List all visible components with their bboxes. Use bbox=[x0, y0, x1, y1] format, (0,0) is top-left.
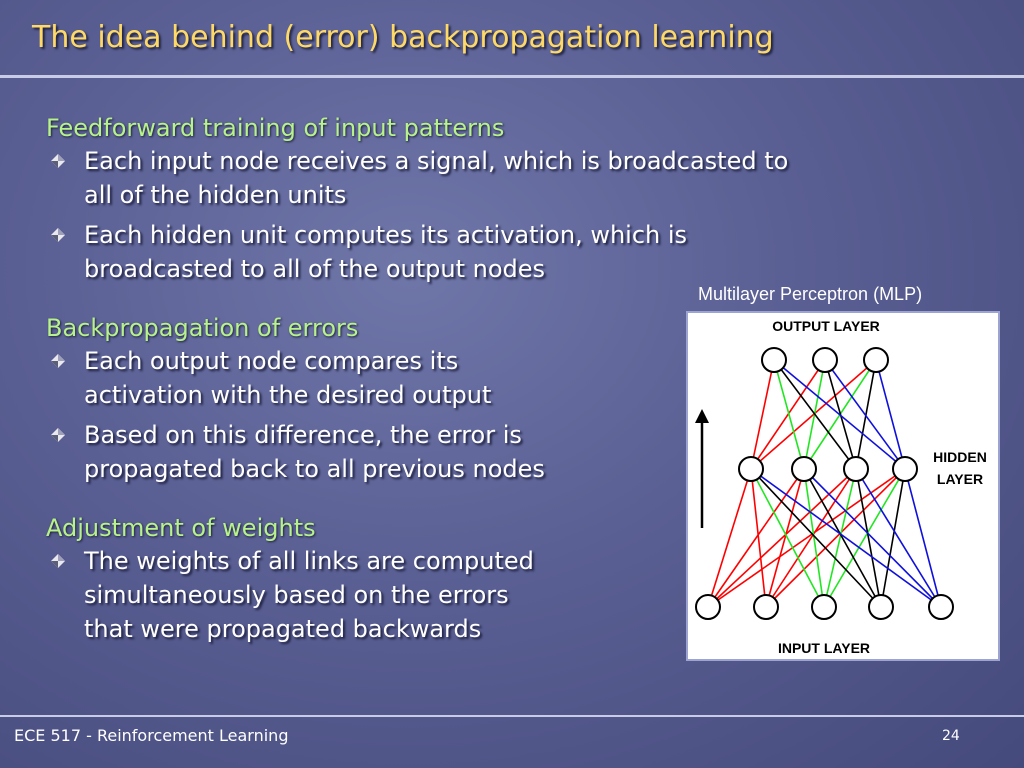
hidden-layer-label: HIDDEN bbox=[933, 449, 987, 465]
bullet-item: Based on this difference, the error is p… bbox=[46, 418, 946, 486]
diamond-bullet-icon bbox=[51, 428, 65, 442]
slide-title: The idea behind (error) backpropagation … bbox=[32, 20, 774, 55]
section-heading-backpropagation: Backpropagation of errors bbox=[46, 314, 359, 342]
network-edge bbox=[765, 468, 906, 608]
input-node bbox=[928, 594, 954, 620]
hidden-node bbox=[843, 456, 869, 482]
section-heading-feedforward: Feedforward training of input patterns bbox=[46, 114, 505, 142]
network-edge bbox=[803, 468, 825, 608]
bullet-line: Each hidden unit computes its activation… bbox=[84, 221, 688, 249]
hidden-node bbox=[738, 456, 764, 482]
diamond-bullet-icon bbox=[51, 228, 65, 242]
network-edge bbox=[750, 468, 825, 608]
network-edge bbox=[750, 359, 877, 470]
footer-divider bbox=[0, 715, 1024, 717]
input-node bbox=[811, 594, 837, 620]
network-edge bbox=[750, 468, 882, 608]
bullet-line: broadcasted to all of the output nodes bbox=[84, 255, 546, 283]
bullet-line: Each input node receives a signal, which… bbox=[84, 147, 789, 175]
network-edge bbox=[707, 468, 906, 608]
output-node bbox=[863, 347, 889, 373]
network-edge bbox=[750, 468, 767, 608]
bullet-item: The weights of all links are computed si… bbox=[46, 544, 946, 646]
bullet-line: The weights of all links are computed bbox=[84, 547, 534, 575]
bullet-line: that were propagated backwards bbox=[84, 615, 482, 643]
network-nodes bbox=[695, 347, 954, 620]
output-node bbox=[761, 347, 787, 373]
network-edge bbox=[823, 468, 906, 608]
slide-content: Feedforward training of input patterns E… bbox=[46, 112, 946, 646]
network-edge bbox=[904, 468, 942, 608]
network-edge bbox=[750, 468, 942, 608]
network-edge bbox=[803, 468, 942, 608]
hidden-node bbox=[892, 456, 918, 482]
network-edge bbox=[773, 359, 805, 470]
bullet-line: Each output node compares its bbox=[84, 347, 459, 375]
network-edge bbox=[707, 468, 752, 608]
bullet-item: Each input node receives a signal, which… bbox=[46, 144, 946, 212]
mlp-diagram: OUTPUT LAYER HIDDEN LAYER INPUT LAYER bbox=[695, 318, 987, 656]
bullet-line: activation with the desired output bbox=[84, 381, 492, 409]
bullet-line: simultaneously based on the errors bbox=[84, 581, 509, 609]
bullet-line: propagated back to all previous nodes bbox=[84, 455, 545, 483]
input-layer-label: INPUT LAYER bbox=[778, 640, 870, 656]
hidden-layer-label: LAYER bbox=[937, 471, 983, 487]
footer-course: ECE 517 - Reinforcement Learning bbox=[14, 726, 289, 745]
network-edges bbox=[707, 359, 942, 608]
input-node bbox=[695, 594, 721, 620]
network-edge bbox=[824, 359, 906, 470]
network-edge bbox=[773, 359, 906, 470]
diamond-bullet-icon bbox=[51, 154, 65, 168]
network-edge bbox=[855, 359, 877, 470]
network-edge bbox=[750, 359, 775, 470]
network-edge bbox=[707, 468, 805, 608]
network-edge bbox=[880, 468, 906, 608]
network-edge bbox=[855, 468, 942, 608]
bullet-item: Each output node compares its activation… bbox=[46, 344, 946, 412]
output-node bbox=[812, 347, 838, 373]
network-edge bbox=[707, 468, 857, 608]
mlp-figure: OUTPUT LAYER HIDDEN LAYER INPUT LAYER bbox=[686, 311, 1000, 661]
network-edge bbox=[765, 468, 805, 608]
network-edge bbox=[765, 468, 857, 608]
figure-caption: Multilayer Perceptron (MLP) bbox=[698, 284, 923, 304]
hidden-node bbox=[791, 456, 817, 482]
input-node bbox=[753, 594, 779, 620]
network-edge bbox=[773, 359, 857, 470]
bullet-line: all of the hidden units bbox=[84, 181, 347, 209]
page-number: 24 bbox=[942, 728, 960, 744]
diamond-bullet-icon bbox=[51, 554, 65, 568]
output-layer-label: OUTPUT LAYER bbox=[772, 318, 880, 334]
network-edge bbox=[803, 468, 882, 608]
network-edge bbox=[823, 468, 857, 608]
network-edge bbox=[750, 359, 826, 470]
diamond-bullet-icon bbox=[51, 354, 65, 368]
title-divider bbox=[0, 75, 1024, 78]
section-heading-adjustment: Adjustment of weights bbox=[46, 514, 316, 542]
bullet-line: Based on this difference, the error is bbox=[84, 421, 522, 449]
network-edge bbox=[875, 359, 906, 470]
upward-arrow-icon bbox=[695, 409, 709, 528]
network-edge bbox=[855, 468, 882, 608]
bullet-item: Each hidden unit computes its activation… bbox=[46, 218, 946, 286]
input-node bbox=[868, 594, 894, 620]
